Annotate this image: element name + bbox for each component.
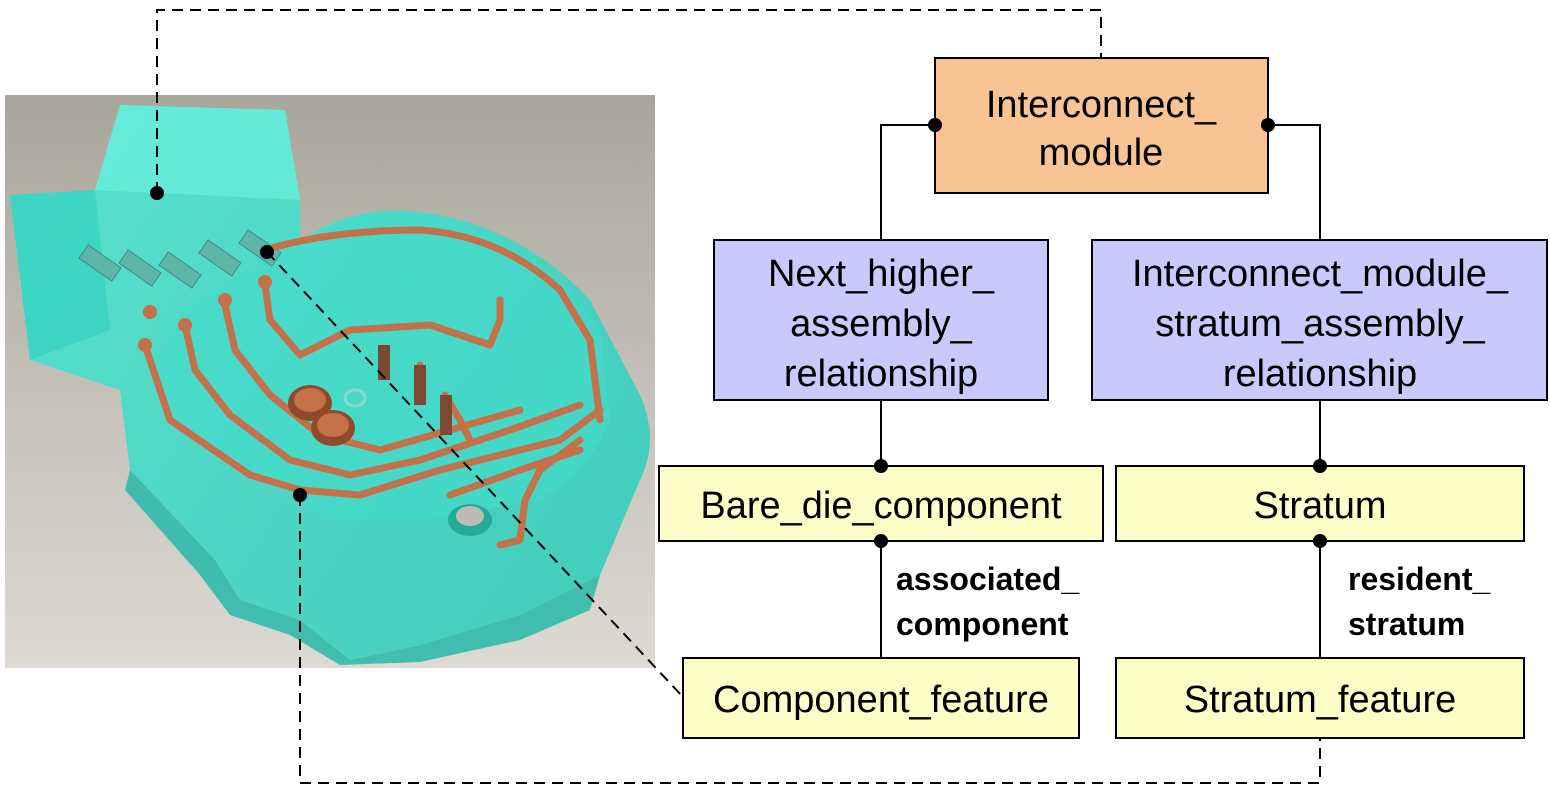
box-stratum-assembly-relationship: Interconnect_module_ stratum_assembly_ r… xyxy=(1091,239,1548,401)
box-text-line: relationship xyxy=(784,353,978,395)
connection-dots xyxy=(874,118,1327,548)
relation-label-line: stratum xyxy=(1348,606,1465,642)
dashed-endpoints xyxy=(150,186,307,502)
box-text-line: stratum_assembly_ xyxy=(1155,303,1485,345)
label-resident-stratum: resident_ stratum xyxy=(1348,561,1491,642)
box-text-line: relationship xyxy=(1223,353,1417,395)
box-text-line: Bare_die_component xyxy=(700,485,1062,527)
box-text-line: module xyxy=(1039,132,1164,174)
box-stratum: Stratum xyxy=(1115,465,1525,542)
box-text-line: assembly_ xyxy=(790,303,972,345)
box-text-line: Interconnect_ xyxy=(986,84,1217,126)
dashed-line-module xyxy=(156,9,1102,193)
box-stratum-feature: Stratum_feature xyxy=(1115,657,1525,739)
box-text-line: Component_feature xyxy=(713,679,1049,721)
box-bare-die-component: Bare_die_component xyxy=(658,465,1104,542)
box-text-line: Interconnect_module_ xyxy=(1132,253,1509,295)
dashed-line-stratum-feature xyxy=(299,495,1321,784)
tree-connectors xyxy=(880,124,1321,658)
box-component-feature: Component_feature xyxy=(682,657,1080,739)
box-interconnect-module: Interconnect_ module xyxy=(934,57,1269,194)
3d-render-image xyxy=(5,95,655,668)
dashed-line-component-feature xyxy=(266,251,684,698)
box-text-line: Stratum xyxy=(1253,485,1386,527)
dashed-connectors xyxy=(156,9,1321,784)
relation-label-line: component xyxy=(896,606,1069,642)
box-text-line: Next_higher_ xyxy=(768,253,995,295)
relation-label-line: resident_ xyxy=(1348,561,1491,597)
label-associated-component: associated_ component xyxy=(896,561,1080,642)
box-text-line: Stratum_feature xyxy=(1184,679,1456,721)
relation-label-line: associated_ xyxy=(896,561,1080,597)
box-next-higher-assembly-relationship: Next_higher_ assembly_ relationship xyxy=(713,239,1049,401)
